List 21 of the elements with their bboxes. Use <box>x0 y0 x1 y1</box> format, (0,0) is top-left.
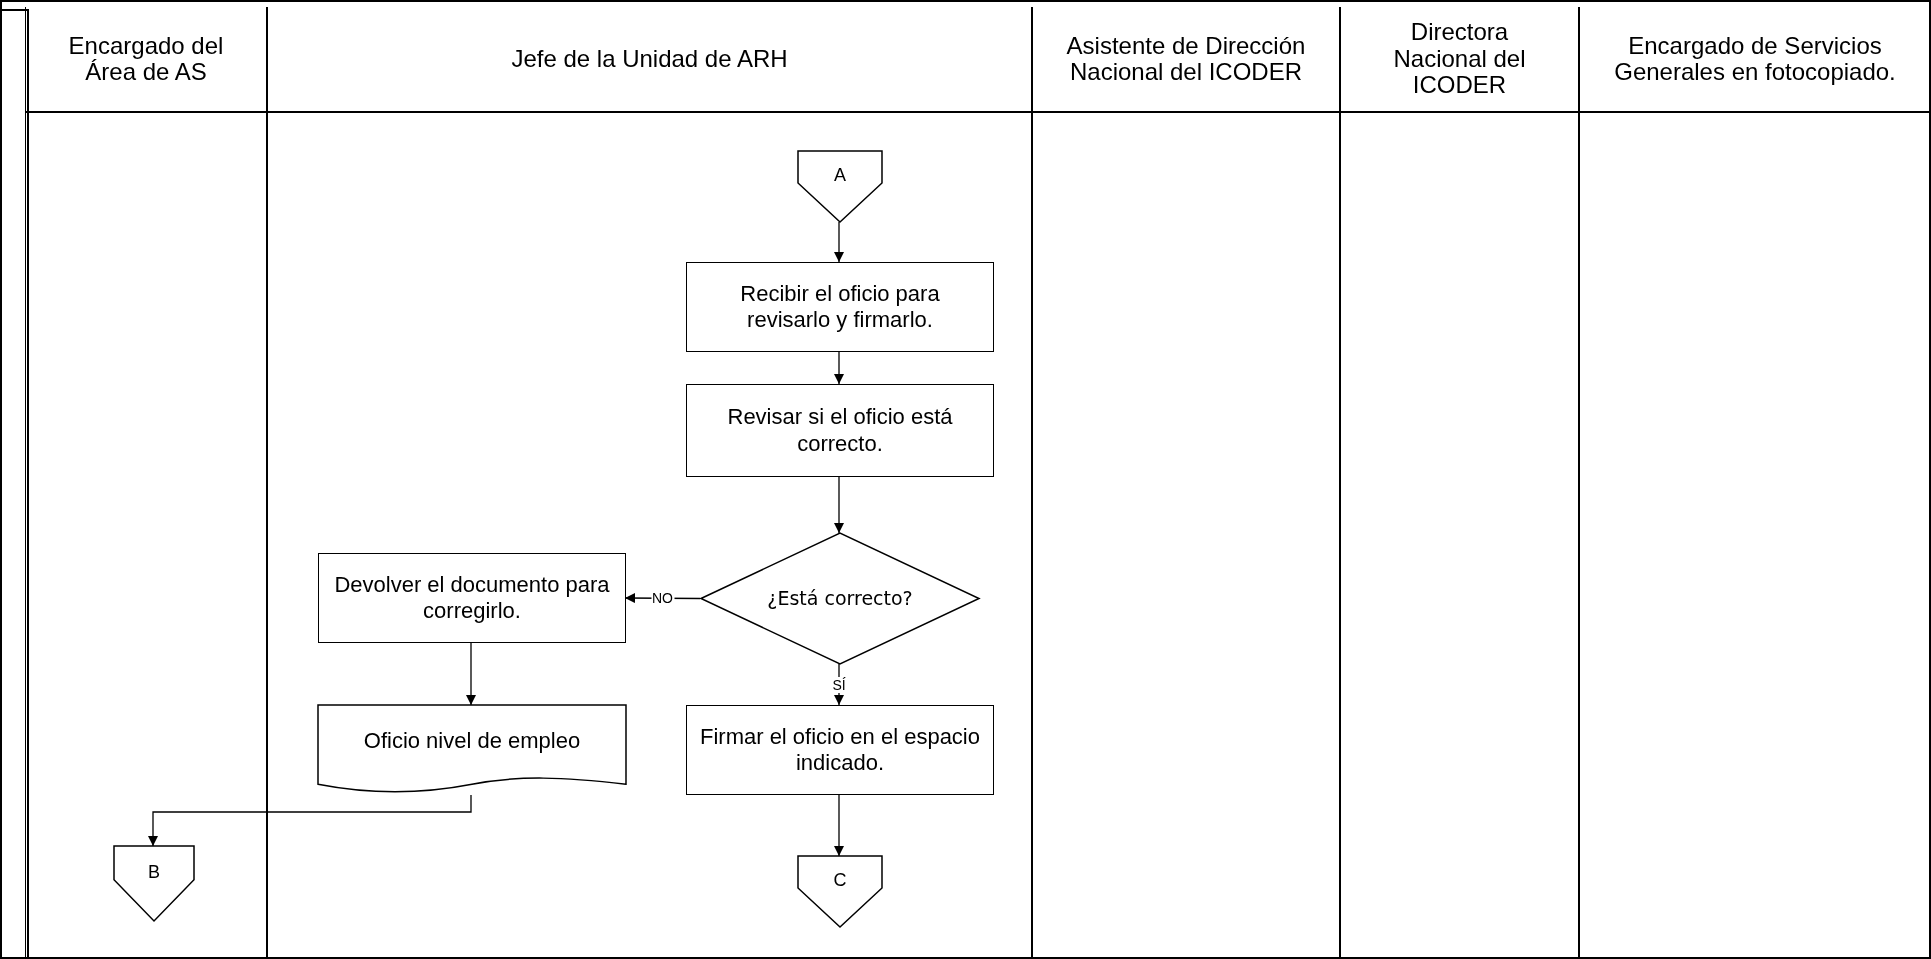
process-box: Devolver el documento para corregirlo. <box>318 553 626 643</box>
arrow <box>834 476 844 534</box>
process-box: Firmar el oficio en el espacio indicado. <box>686 705 994 795</box>
document-shape: Oficio nivel de empleo <box>318 705 626 795</box>
process-box: Recibir el oficio para revisarlo y firmarlo. <box>686 262 994 352</box>
lane-header: Directora Nacional del ICODER <box>1341 7 1578 113</box>
arrow <box>466 642 476 706</box>
edge-label: SÍ <box>831 676 847 693</box>
lane-header: Jefe de la Unidad de ARH <box>268 7 1031 113</box>
process-box: Revisar si el oficio está correcto. <box>686 384 994 477</box>
lane-header: Encargado del Área de AS <box>26 7 266 113</box>
lane-header: Encargado de Servicios Generales en fotocopiado. <box>1580 7 1930 113</box>
arrow <box>148 794 472 847</box>
arrow <box>834 221 844 263</box>
off-page-connector: A <box>798 151 882 222</box>
off-page-connector: B <box>114 846 194 921</box>
arrow <box>834 351 844 385</box>
off-page-connector: C <box>798 856 882 927</box>
lane-header: Asistente de Dirección Nacional del ICODER <box>1033 7 1339 113</box>
decision-diamond: ¿Está correcto? <box>701 533 979 664</box>
arrow <box>834 794 844 857</box>
